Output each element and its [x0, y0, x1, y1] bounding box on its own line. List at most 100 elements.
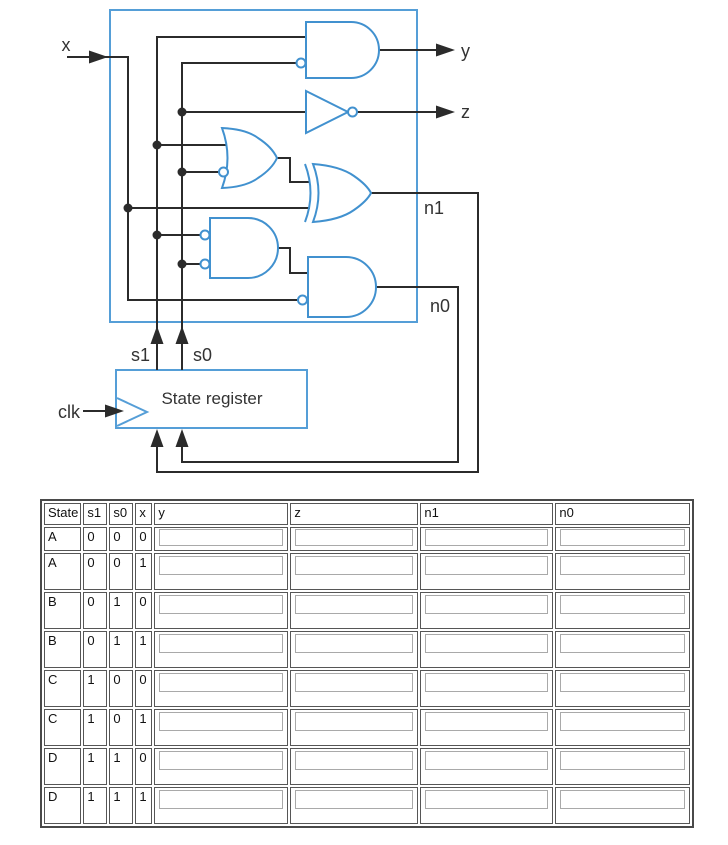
state-cell: A [44, 527, 82, 551]
s1-label: s1 [131, 345, 150, 365]
n1-input[interactable] [425, 673, 548, 692]
n1-into-register-arrow [150, 429, 164, 447]
y-input[interactable] [159, 751, 283, 770]
wire-n1-feedback [156, 192, 479, 473]
z-input[interactable] [295, 712, 413, 731]
clk-label: clk [58, 402, 81, 422]
n0-input[interactable] [560, 712, 685, 731]
x-cell: 1 [135, 631, 153, 668]
y-input[interactable] [159, 790, 283, 809]
s0-up-arrow [175, 326, 189, 344]
s0-cell: 0 [109, 553, 134, 590]
s0-cell: 1 [109, 631, 134, 668]
x-arrow [89, 50, 108, 64]
and-gate-icon [307, 256, 377, 318]
y-label: y [461, 41, 470, 61]
table-row: A 0 0 1 [44, 553, 691, 590]
s0-cell: 1 [109, 748, 134, 785]
y-input[interactable] [159, 595, 283, 614]
n1-input[interactable] [425, 556, 548, 575]
n0-input[interactable] [560, 634, 685, 653]
x-cell: 0 [135, 670, 153, 707]
y-input[interactable] [159, 634, 283, 653]
s1-cell: 1 [83, 670, 108, 707]
y-input[interactable] [159, 673, 283, 692]
n0-input[interactable] [560, 529, 685, 546]
x-cell: 1 [135, 709, 153, 746]
z-label: z [461, 102, 470, 122]
table-row: D 1 1 0 [44, 748, 691, 785]
table-row: D 1 1 1 [44, 787, 691, 824]
inverted-input-bubble [199, 258, 211, 270]
z-input[interactable] [295, 751, 413, 770]
s0-cell: 1 [109, 592, 134, 629]
n0-input[interactable] [560, 595, 685, 614]
s1-cell: 0 [83, 592, 108, 629]
s1-cell: 0 [83, 553, 108, 590]
xor-lead-curve [304, 163, 312, 223]
n1-input[interactable] [425, 634, 548, 653]
z-input[interactable] [295, 790, 413, 809]
x-label: x [62, 35, 71, 55]
s0-cell: 0 [109, 670, 134, 707]
arrowheads [89, 43, 455, 447]
z-input[interactable] [295, 556, 413, 575]
n0-into-register-arrow [175, 429, 189, 447]
state-cell: C [44, 709, 82, 746]
clock-edge-icon [116, 397, 150, 427]
n1-input[interactable] [425, 712, 548, 731]
and-gate-icon [209, 217, 279, 279]
inverted-input-bubble [295, 57, 307, 69]
table-row: C 1 0 0 [44, 670, 691, 707]
y-input[interactable] [159, 556, 283, 575]
clk-arrow [105, 404, 124, 418]
n1-input[interactable] [425, 751, 548, 770]
inverter-bubble [347, 106, 358, 118]
s1-cell: 1 [83, 787, 108, 824]
y-arrow [436, 43, 455, 57]
truth-table: State s1 s0 x y z n1 n0 A 0 0 0 [40, 499, 695, 828]
table-row: B 0 1 1 [44, 631, 691, 668]
s1-cell: 1 [83, 748, 108, 785]
wire-s0 [181, 62, 296, 370]
y-input[interactable] [159, 529, 283, 546]
n0-label: n0 [430, 296, 450, 316]
s0-label: s0 [193, 345, 212, 365]
z-input[interactable] [295, 634, 413, 653]
z-input[interactable] [295, 529, 413, 546]
junction-dots [123, 107, 187, 269]
state-cell: D [44, 787, 82, 824]
header-n1: n1 [420, 503, 554, 525]
state-cell: B [44, 592, 82, 629]
or-gate-icon [220, 126, 279, 190]
n1-label: n1 [424, 198, 444, 218]
x-cell: 0 [135, 527, 153, 551]
z-input[interactable] [295, 595, 413, 614]
header-s1: s1 [83, 503, 108, 525]
n1-input[interactable] [425, 529, 548, 546]
s0-cell: 0 [109, 709, 134, 746]
n0-input[interactable] [560, 790, 685, 809]
state-cell: B [44, 631, 82, 668]
n0-input[interactable] [560, 751, 685, 770]
table-row: C 1 0 1 [44, 709, 691, 746]
n0-input[interactable] [560, 556, 685, 575]
s0-cell: 0 [109, 527, 134, 551]
x-cell: 0 [135, 592, 153, 629]
s1-cell: 1 [83, 709, 108, 746]
x-cell: 0 [135, 748, 153, 785]
header-n0: n0 [555, 503, 691, 525]
wire-s1 [156, 36, 306, 370]
inverted-input-bubble [297, 294, 308, 306]
z-input[interactable] [295, 673, 413, 692]
y-input[interactable] [159, 712, 283, 731]
and-gate-icon [305, 21, 380, 79]
s1-up-arrow [150, 326, 164, 344]
state-cell: A [44, 553, 82, 590]
n1-input[interactable] [425, 790, 548, 809]
n1-input[interactable] [425, 595, 548, 614]
n0-input[interactable] [560, 673, 685, 692]
table-row: B 0 1 0 [44, 592, 691, 629]
inverted-input-bubble [218, 166, 229, 178]
s1-cell: 0 [83, 631, 108, 668]
